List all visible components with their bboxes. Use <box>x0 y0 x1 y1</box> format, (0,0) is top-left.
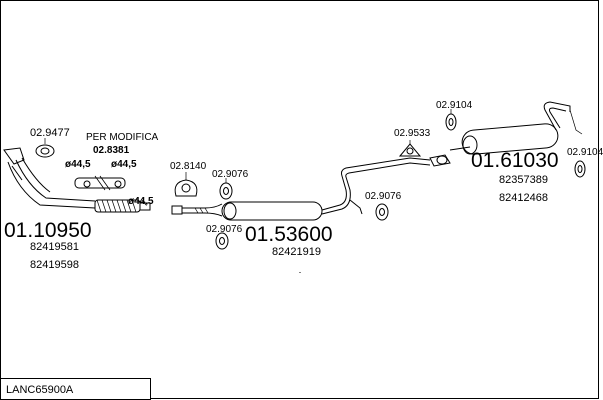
diameter-label: ø44,5 <box>65 159 91 170</box>
gasket-02-9533-drawing <box>398 143 422 157</box>
gasket-02-9076-drawings <box>215 182 389 250</box>
oem-number: 82421919 <box>272 246 321 258</box>
part-label-02-9076: 02.9076 <box>365 191 402 202</box>
note-title: PER MODIFICA <box>86 132 159 143</box>
middle-muffler-drawing <box>171 157 431 273</box>
leader-lines <box>44 109 452 206</box>
hanger-02-9104-drawings <box>445 113 586 178</box>
part-label-02-9533: 02.9533 <box>394 128 431 139</box>
oem-number: 82357389 <box>499 174 548 186</box>
kit-reference-box: LANC65900A <box>0 378 151 400</box>
oem-number: 82419598 <box>30 259 79 271</box>
diameter-label: ø44,5 <box>128 196 154 207</box>
part-label-02-9104: 02.9104 <box>567 147 603 158</box>
main-part-number: 01.61030 <box>471 149 559 172</box>
rear-muffler-drawing <box>429 101 583 167</box>
part-label-02-9076: 02.9076 <box>206 224 243 235</box>
main-part-number: 01.10950 <box>4 219 92 242</box>
part-label-02-8140: 02.8140 <box>170 161 207 172</box>
front-pipe-drawing <box>3 147 151 213</box>
part-label-02-9104: 02.9104 <box>436 100 473 111</box>
hanger-02-8140-drawing <box>174 179 198 197</box>
note-part-number: 02.8381 <box>93 145 130 156</box>
part-label-02-9076: 02.9076 <box>212 169 249 180</box>
oem-number: 82412468 <box>499 192 548 204</box>
oem-number: 82419581 <box>30 241 79 253</box>
main-part-number: 01.53600 <box>245 223 333 246</box>
kit-reference: LANC65900A <box>6 384 74 396</box>
part-label-02-9477: 02.9477 <box>30 127 70 139</box>
gasket-02-9477-drawing <box>35 144 55 158</box>
diameter-label: ø44,5 <box>111 159 137 170</box>
modification-part-drawing <box>74 175 126 191</box>
